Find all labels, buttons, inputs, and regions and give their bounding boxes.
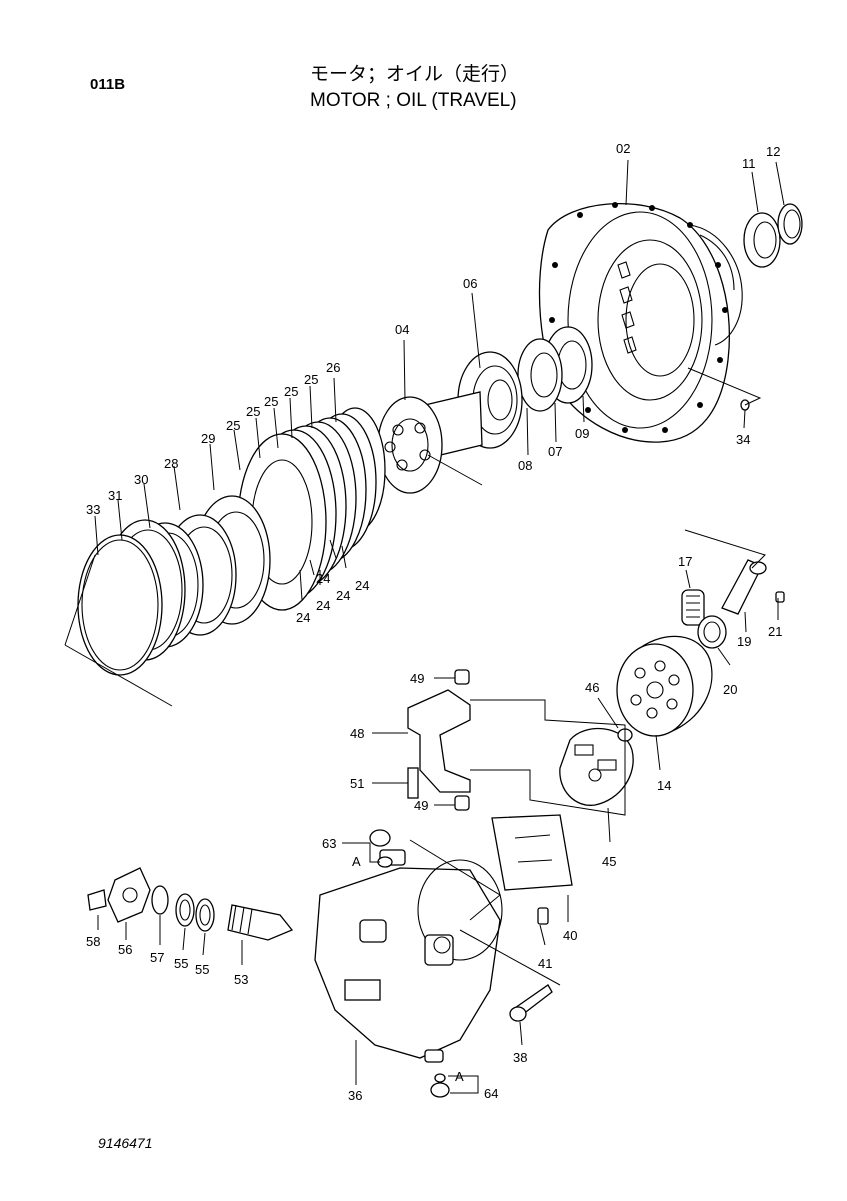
part-14-cylinder-block bbox=[616, 635, 713, 737]
callout-25-c: 25 bbox=[264, 394, 278, 409]
part-40-plate bbox=[491, 814, 573, 925]
callout-12: 12 bbox=[766, 144, 780, 159]
callout-21: 21 bbox=[768, 624, 782, 639]
callout-07: 07 bbox=[548, 444, 562, 459]
callout-14: 14 bbox=[657, 778, 671, 793]
callout-08: 08 bbox=[518, 458, 532, 473]
callout-26: 26 bbox=[326, 360, 340, 375]
callout-33: 33 bbox=[86, 502, 100, 517]
callout-17: 17 bbox=[678, 554, 692, 569]
callout-49-a: 49 bbox=[410, 671, 424, 686]
callout-41: 41 bbox=[538, 956, 552, 971]
callout-34: 34 bbox=[736, 432, 750, 447]
callout-24-b: 24 bbox=[336, 588, 350, 603]
callout-40: 40 bbox=[563, 928, 577, 943]
callout-24-c: 24 bbox=[316, 598, 330, 613]
title-english: MOTOR ; OIL (TRAVEL) bbox=[310, 90, 517, 111]
document-number: 9146471 bbox=[98, 1135, 153, 1151]
callout-a-lower: A bbox=[455, 1069, 464, 1084]
part-11-seal bbox=[743, 212, 781, 268]
leader-lines bbox=[64, 159, 785, 1094]
part-04-carrier bbox=[377, 391, 483, 494]
callout-04: 04 bbox=[395, 322, 409, 337]
callout-53: 53 bbox=[234, 972, 248, 987]
part-07-09-bearings bbox=[517, 326, 593, 412]
drawing-art bbox=[77, 202, 803, 1098]
part-12-snap-ring bbox=[777, 203, 803, 245]
callout-20: 20 bbox=[723, 682, 737, 697]
callout-25-b: 25 bbox=[284, 384, 298, 399]
part-56-58-flange bbox=[87, 867, 151, 923]
part-45-valve-plate bbox=[559, 727, 634, 806]
callout-24-e: 24 bbox=[296, 610, 310, 625]
callout-11: 11 bbox=[742, 156, 756, 171]
callout-48: 48 bbox=[350, 726, 364, 741]
group-code: 011B bbox=[90, 76, 125, 93]
callout-25-d: 25 bbox=[246, 404, 260, 419]
part-17-19-20-21 bbox=[681, 559, 785, 649]
callout-38: 38 bbox=[513, 1050, 527, 1065]
callout-55-a: 55 bbox=[174, 956, 188, 971]
callout-02: 02 bbox=[616, 141, 630, 156]
callout-30: 30 bbox=[134, 472, 148, 487]
callout-24-a: 24 bbox=[355, 578, 369, 593]
callout-57: 57 bbox=[150, 950, 164, 965]
part-48-support bbox=[407, 669, 471, 811]
callout-25-e: 25 bbox=[226, 418, 240, 433]
part-02-hub-housing bbox=[538, 202, 743, 443]
part-63-64-plugs bbox=[369, 829, 450, 1098]
callout-19: 19 bbox=[737, 634, 751, 649]
part-55-57-rings bbox=[151, 885, 215, 932]
callout-56: 56 bbox=[118, 942, 132, 957]
callout-29: 29 bbox=[201, 431, 215, 446]
callout-31: 31 bbox=[108, 488, 122, 503]
part-38-bolt bbox=[509, 984, 553, 1022]
part-24-25-26-plate-stack bbox=[237, 407, 386, 611]
callout-a-upper: A bbox=[352, 854, 361, 869]
callout-45: 45 bbox=[602, 854, 616, 869]
callout-09: 09 bbox=[575, 426, 589, 441]
callout-36: 36 bbox=[348, 1088, 362, 1103]
callout-55-b: 55 bbox=[195, 962, 209, 977]
part-31-33-o-rings bbox=[77, 519, 186, 676]
callout-49-b: 49 bbox=[414, 798, 428, 813]
callout-51: 51 bbox=[350, 776, 364, 791]
callout-25-a: 25 bbox=[304, 372, 318, 387]
part-36-housing bbox=[314, 849, 503, 1063]
callout-24-d: 24 bbox=[316, 571, 330, 586]
callout-06: 06 bbox=[463, 276, 477, 291]
callout-58: 58 bbox=[86, 934, 100, 949]
callout-64: 64 bbox=[484, 1086, 498, 1101]
callout-46: 46 bbox=[585, 680, 599, 695]
callout-labels: 02 11 12 06 04 26 25 25 25 25 25 29 28 3… bbox=[86, 141, 782, 1103]
callout-28: 28 bbox=[164, 456, 178, 471]
title-japanese: モータ；オイル（走行） bbox=[310, 63, 519, 85]
callout-63: 63 bbox=[322, 836, 336, 851]
part-53-cartridge bbox=[227, 904, 294, 941]
